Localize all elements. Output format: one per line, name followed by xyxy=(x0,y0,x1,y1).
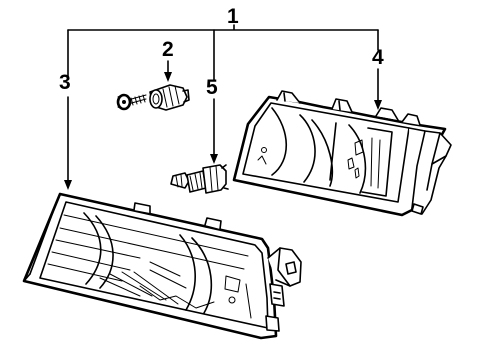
lens-icon xyxy=(22,192,302,340)
callout-5: 5 xyxy=(206,76,218,99)
callout-2: 2 xyxy=(162,38,174,61)
arrowhead-5 xyxy=(210,154,218,164)
housing-icon xyxy=(232,90,452,217)
arrowhead-4 xyxy=(374,100,382,110)
bulb-icon xyxy=(170,164,229,194)
callout-1: 1 xyxy=(227,5,239,28)
bracket-line-1 xyxy=(67,24,379,31)
arrowhead-3 xyxy=(64,180,72,190)
bulb-socket-icon xyxy=(149,84,190,111)
arrowhead-2 xyxy=(164,72,172,82)
leader-lines xyxy=(64,24,382,190)
adjuster-screw-icon xyxy=(116,93,147,111)
callout-4: 4 xyxy=(372,46,384,69)
callout-3: 3 xyxy=(59,71,71,94)
